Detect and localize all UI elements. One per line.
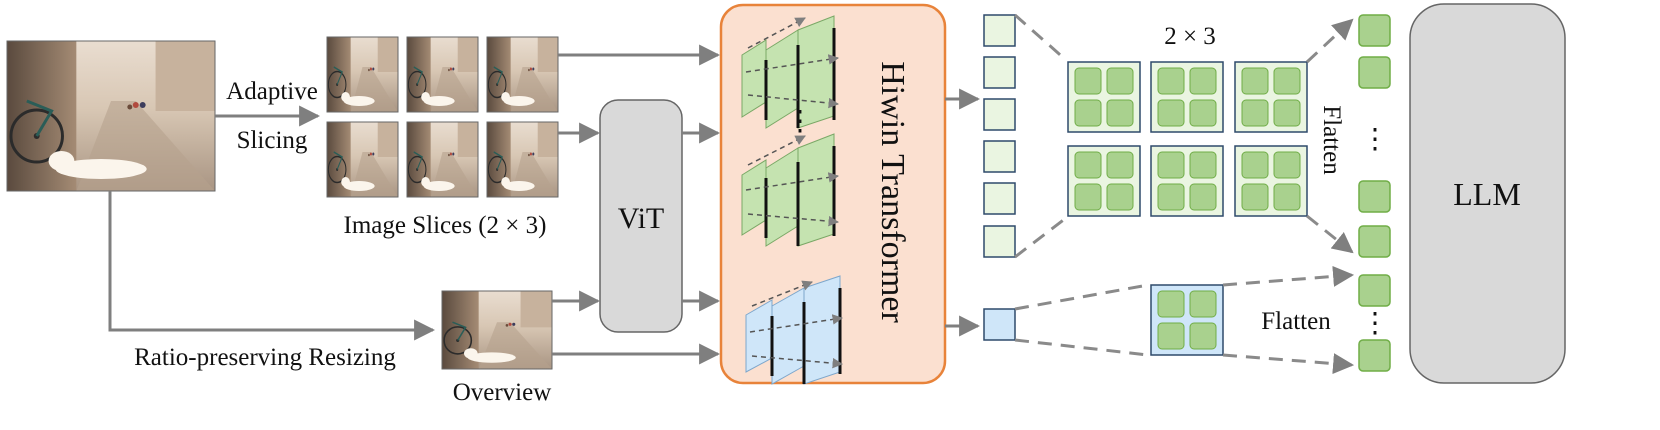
- ellipsis-hiwin: ⋮: [786, 106, 814, 137]
- flat-token: [1358, 274, 1391, 307]
- slice-token: [983, 182, 1016, 215]
- flat-token: [1358, 14, 1391, 47]
- slice-token-column: [983, 14, 1016, 258]
- overview-image: [441, 290, 553, 370]
- flat-token: [1358, 225, 1391, 258]
- ratio-resizing-label: Ratio-preserving Resizing: [134, 344, 396, 371]
- slice-token: [983, 140, 1016, 173]
- token-block: [1067, 145, 1141, 217]
- vit-block: [599, 99, 683, 333]
- flatten-top-label: Flatten: [1318, 105, 1345, 175]
- flatten-arrow: [1306, 214, 1354, 254]
- token-block: [1067, 61, 1141, 133]
- slicing-label: Slicing: [237, 127, 308, 154]
- image-slice: [486, 121, 559, 198]
- hiwin-transformer-label: Hiwin Transformer: [874, 61, 911, 323]
- ellipsis-tokens-bottom: ⋮: [1361, 308, 1389, 339]
- overview-label: Overview: [453, 379, 552, 406]
- arrow-ratio-resizing: [108, 191, 436, 341]
- llm-block: [1409, 3, 1566, 384]
- image-slices: [326, 36, 559, 198]
- overview-token: [983, 308, 1016, 341]
- ellipsis-tokens-top: ⋮: [1361, 124, 1389, 155]
- expand-line: [1014, 13, 1067, 62]
- image-slices-label: Image Slices (2 × 3): [344, 212, 547, 239]
- token-block: [1234, 61, 1308, 133]
- image-slice: [326, 36, 399, 113]
- image-slice: [486, 36, 559, 113]
- feature-stack-bottom: [745, 275, 844, 385]
- token-block: [1150, 61, 1224, 133]
- expand-line: [1014, 338, 1149, 357]
- token-block: [1234, 145, 1308, 217]
- slice-token: [983, 98, 1016, 131]
- feature-stack-top: [741, 15, 840, 129]
- expand-line: [1014, 216, 1067, 259]
- flatten-arrow: [1222, 265, 1355, 287]
- overview-token-block: [1150, 284, 1224, 356]
- adaptive-label: Adaptive: [226, 78, 318, 105]
- image-slice: [406, 36, 479, 113]
- flat-token: [1358, 56, 1391, 89]
- slice-token: [983, 225, 1016, 258]
- llm-label: LLM: [1453, 176, 1521, 212]
- token-block: [1150, 145, 1224, 217]
- feature-stack-middle: [741, 133, 840, 247]
- flatten-arrow: [1305, 18, 1354, 64]
- top-token-grid: [1067, 61, 1308, 217]
- flattened-tokens: [1358, 14, 1391, 372]
- slice-token: [983, 14, 1016, 47]
- flatten-arrow: [1222, 353, 1355, 375]
- slice-token: [983, 56, 1016, 89]
- flat-token: [1358, 339, 1391, 372]
- flat-token: [1358, 180, 1391, 213]
- input-image: [6, 40, 216, 192]
- grid-label: 2 × 3: [1164, 23, 1216, 50]
- vit-label: ViT: [618, 202, 665, 235]
- flatten-bottom-label: Flatten: [1261, 308, 1331, 335]
- expand-line: [1014, 283, 1149, 311]
- image-slice: [406, 121, 479, 198]
- image-slice: [326, 121, 399, 198]
